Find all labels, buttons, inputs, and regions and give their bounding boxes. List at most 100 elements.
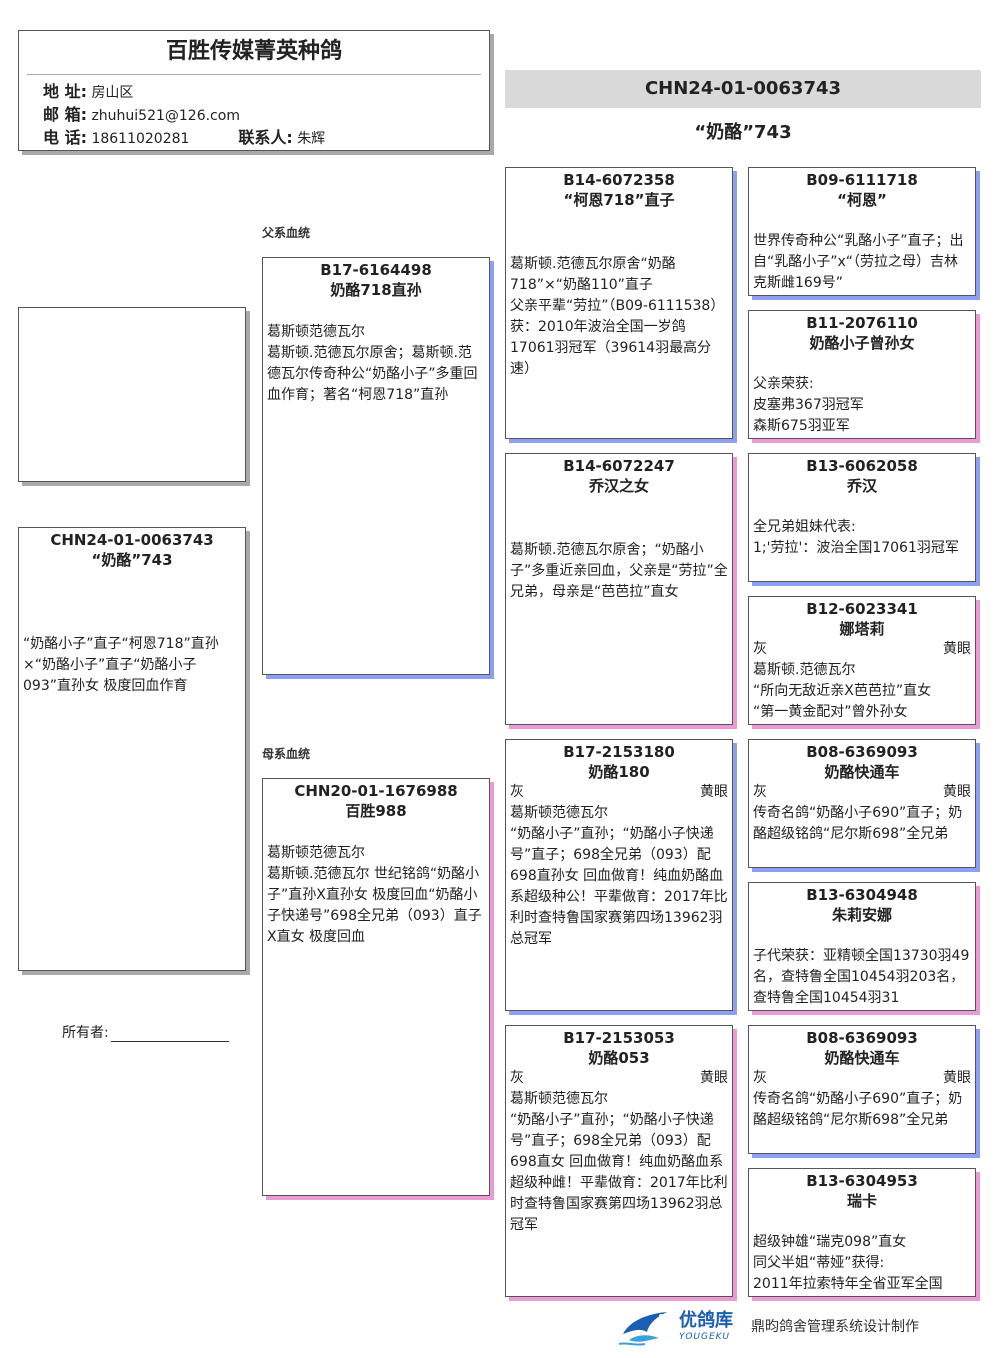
dam-card: CHN20-01-1676988 百胜988 葛斯顿范德瓦尔 葛斯顿.范德瓦尔 … [262,778,490,1196]
pedigree-notes: 传奇名鸽“奶酪小子690”直子；奶酪超级铭鸽“尼尔斯698”全兄弟 [753,805,963,842]
owner-field: 所有者: [62,1022,229,1042]
plumage-color: 灰 [510,1070,524,1086]
ring-number: B14-6072358 [563,171,675,189]
pigeon-name: 瑞卡 [846,1192,877,1210]
pedigree-notes: 世界传奇种公“乳酪小子”直子；出自“乳酪小子”x“（劳拉之母）吉林克斯雌169号… [753,233,964,291]
email-value: zhuhui521@126.com [91,108,240,124]
ring-number: B08-6369093 [806,743,918,761]
color-eye-row: 灰 黄眼 [506,782,732,803]
ring-number: B13-6304953 [806,1172,918,1190]
pedigree-notes: 葛斯顿.范德瓦尔 “所向无敌近亲X芭芭拉”直女 “第一黄金配对”曾外孙女 [753,662,932,720]
pedigree-notes: 全兄弟姐妹代表: 1;'劳拉'：波治全国17061羽冠军 [753,519,959,556]
dam-side-label: 母系血统 [262,747,311,761]
sdd-card: B12-6023341 娜塔莉 灰 黄眼 葛斯顿.范德瓦尔 “所向无敌近亲X芭芭… [748,596,976,725]
pigeon-name: 奶酪053 [588,1049,650,1067]
ring-number: B12-6023341 [806,600,918,618]
pigeon-name: 奶酪快通车 [824,763,900,781]
ring-number: B13-6304948 [806,886,918,904]
eye-type: 黄眼 [943,1070,971,1086]
pigeon-name: “柯恩718”直子 [563,191,675,209]
dds-card: B08-6369093 奶酪快通车 灰 黄眼 传奇名鸽“奶酪小子690”直子；奶… [748,1025,976,1154]
pedigree-notes: 葛斯顿范德瓦尔 葛斯顿.范德瓦尔原舍；葛斯顿.范德瓦尔传奇种公“奶酪小子”多重回… [267,324,478,403]
pedigree-notes: 葛斯顿范德瓦尔 “奶酪小子”直孙；“奶酪小子快递号”直子；698全兄弟（093）… [510,805,728,947]
address-label: 地 址: [43,82,87,101]
color-eye-row: 灰 黄眼 [749,639,975,660]
ring-number: B17-2153180 [563,743,675,761]
pigeon-name: 奶酪快通车 [824,1049,900,1067]
dam-dam-card: B17-2153053 奶酪053 灰 黄眼 葛斯顿范德瓦尔 “奶酪小子”直孙；… [505,1025,733,1297]
pedigree-notes: 子代荣获：亚精顿全国13730羽49名，查特鲁全国10454羽203名，查特鲁全… [753,948,970,1006]
pigeon-name: 百胜988 [345,802,407,820]
pedigree-notes: 葛斯顿.范德瓦尔原舍“奶酪718”×“奶酪110”直子 父亲平辈“劳拉”（B09… [510,256,725,377]
address-row: 地 址: 房山区 [19,81,489,104]
owner-label: 所有者: [62,1025,109,1041]
ring-number: B17-2153053 [563,1029,675,1047]
ring-number: B17-6164498 [320,261,432,279]
plumage-color: 灰 [753,641,767,657]
brand: 优鸽库 YOUGEKU [679,1310,733,1342]
eye-type: 黄眼 [700,784,728,800]
eye-type: 黄眼 [943,641,971,657]
dsd-card: B13-6304948 朱莉安娜 子代荣获：亚精顿全国13730羽49名，查特鲁… [748,882,976,1011]
pigeon-name: 奶酪小子曾孙女 [809,334,915,352]
pigeon-name: 乔汉 [846,477,877,495]
subject-card: CHN24-01-0063743 “奶酪”743 “奶酪小子”直子“柯恩718”… [18,527,246,971]
ring-number: B13-6062058 [806,457,918,475]
color-eye-row: 灰 黄眼 [749,1068,975,1089]
pedigree-notes: 葛斯顿.范德瓦尔原舍；“奶酪小子”多重近亲回血，父亲是“劳拉”全兄弟，母亲是“芭… [510,542,728,600]
contact-value: 朱辉 [297,131,326,147]
sds-card: B13-6062058 乔汉 全兄弟姐妹代表: 1;'劳拉'：波治全国17061… [748,453,976,582]
eye-type: 黄眼 [700,1070,728,1086]
pigeon-name: 奶酪180 [588,763,650,781]
email-label: 邮 箱: [43,105,87,124]
brand-name-en: YOUGEKU [679,1332,731,1342]
pedigree-notes: “奶酪小子”直子“柯恩718”直孙×“奶酪小子”直子“奶酪小子093”直孙女 极… [23,636,219,694]
pigeon-name: “奶酪”743 [91,551,173,569]
email-row: 邮 箱: zhuhui521@126.com [19,104,489,127]
dam-sire-card: B17-2153180 奶酪180 灰 黄眼 葛斯顿范德瓦尔 “奶酪小子”直孙；… [505,739,733,1011]
breeder-title: 百胜传媒菁英种鸽 [165,39,342,64]
banner-pigeon-name: “奶酪”743 [694,122,792,143]
credit-text: 鼎昀鸽舍管理系统设计制作 [751,1319,919,1335]
plumage-color: 灰 [753,1070,767,1086]
phone-value: 18611020281 [91,131,190,147]
plumage-color: 灰 [510,784,524,800]
phone-label: 电 话: [43,128,87,147]
plumage-color: 灰 [753,784,767,800]
pedigree-notes: 父亲荣获: 皮塞弗367羽冠军 森斯675羽亚军 [753,376,864,434]
ring-number: B09-6111718 [806,171,918,189]
divider [27,74,481,75]
ssd-card: B11-2076110 奶酪小子曾孙女 父亲荣获: 皮塞弗367羽冠军 森斯67… [748,310,976,439]
pigeon-name: 娜塔莉 [839,620,885,638]
phone-row: 电 话: 18611020281 联系人: 朱辉 [19,127,489,150]
pedigree-notes: 传奇名鸽“奶酪小子690”直子；奶酪超级铭鸽“尼尔斯698”全兄弟 [753,1091,963,1128]
pigeon-name: “柯恩” [837,191,887,209]
eye-type: 黄眼 [943,784,971,800]
ddd-card: B13-6304953 瑞卡 超级钟雄“瑞克098”直女 同父半姐“蒂娅”获得:… [748,1168,976,1297]
pedigree-notes: 葛斯顿范德瓦尔 葛斯顿.范德瓦尔 世纪铭鸽“奶酪小子”直孙X直孙女 极度回血“奶… [267,845,482,945]
footer: 优鸽库 YOUGEKU 鼎昀鸽舍管理系统设计制作 [615,1303,985,1349]
ring-number: B08-6369093 [806,1029,918,1047]
dss-card: B08-6369093 奶酪快通车 灰 黄眼 传奇名鸽“奶酪小子690”直子；奶… [748,739,976,868]
ring-number: B14-6072247 [563,457,675,475]
sire-card: B17-6164498 奶酪718直孙 葛斯顿范德瓦尔 葛斯顿.范德瓦尔原舍；葛… [262,257,490,675]
color-eye-row: 灰 黄眼 [749,782,975,803]
breeder-info-box: 百胜传媒菁英种鸽 地 址: 房山区 邮 箱: zhuhui521@126.com… [18,30,490,151]
contact-label: 联系人: [238,128,293,147]
pedigree-notes: 超级钟雄“瑞克098”直女 同父半姐“蒂娅”获得: 2011年拉索特年全省亚军全… [753,1234,943,1292]
owner-signature-line [110,1027,229,1042]
color-eye-row: 灰 黄眼 [506,1068,732,1089]
sire-side-label: 父系血统 [262,226,311,240]
pigeon-name: 朱莉安娜 [831,906,892,924]
ring-number: CHN20-01-1676988 [294,782,458,800]
sire-sire-card: B14-6072358 “柯恩718”直子 葛斯顿.范德瓦尔原舍“奶酪718”×… [505,167,733,439]
sss-card: B09-6111718 “柯恩” 世界传奇种公“乳酪小子”直子；出自“乳酪小子”… [748,167,976,296]
brand-name: 优鸽库 [679,1310,733,1331]
photo-placeholder [18,307,246,482]
banner-ring-number: CHN24-01-0063743 [505,70,981,108]
address-value: 房山区 [91,85,134,101]
ring-number: B11-2076110 [806,314,918,332]
ring-number: CHN24-01-0063743 [50,531,214,549]
pigeon-name: 乔汉之女 [588,477,649,495]
sire-dam-card: B14-6072247 乔汉之女 葛斯顿.范德瓦尔原舍；“奶酪小子”多重近亲回血… [505,453,733,725]
